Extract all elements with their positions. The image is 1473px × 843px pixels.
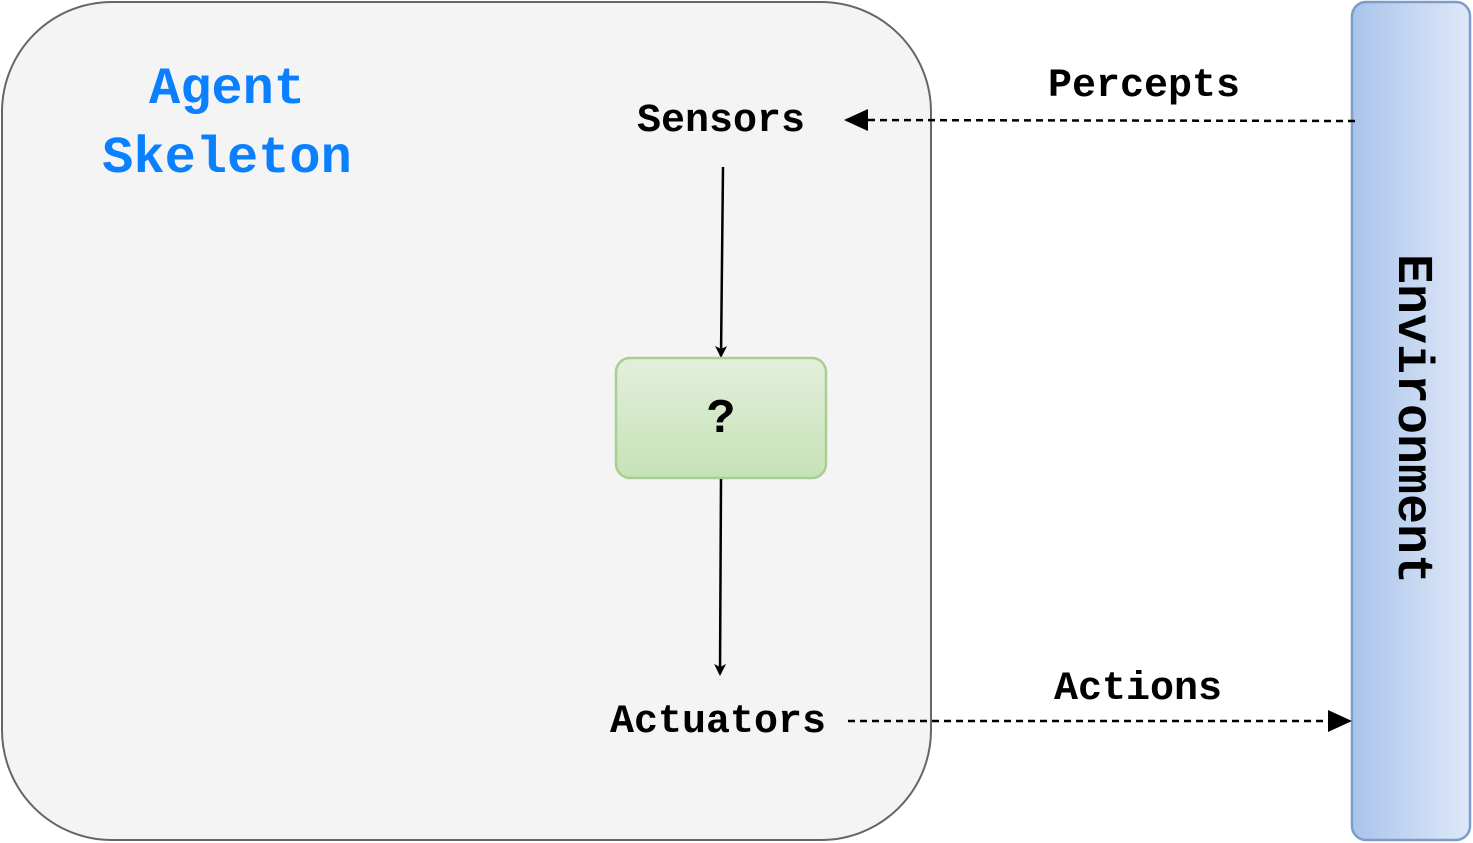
actuators-label: Actuators bbox=[610, 700, 826, 745]
agent-title-line2: Skeleton bbox=[102, 129, 352, 188]
actions-label: Actions bbox=[1054, 667, 1222, 712]
sensors-label: Sensors bbox=[637, 99, 805, 144]
agent-title-line1: Agent bbox=[149, 60, 305, 119]
sensors-to-processor-arrow bbox=[715, 166, 728, 358]
percepts-label: Percepts bbox=[1048, 64, 1240, 109]
environment-label: Environment bbox=[1383, 254, 1440, 584]
environment-bar bbox=[1350, 0, 1472, 842]
processor-label: ? bbox=[707, 393, 736, 447]
percepts-arrow bbox=[844, 109, 1356, 132]
processor-to-actuators-arrow bbox=[714, 478, 727, 676]
agent-skeleton-box bbox=[1, 1, 932, 841]
processor-box bbox=[614, 356, 828, 480]
